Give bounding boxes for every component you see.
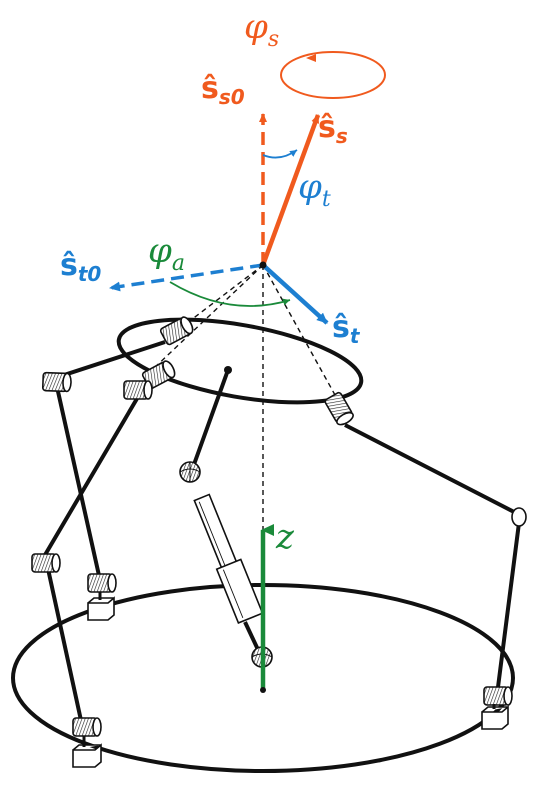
phi-a-arc bbox=[169, 281, 291, 307]
base-mount-3 bbox=[481, 705, 509, 730]
spherical-joint-upper bbox=[179, 461, 201, 483]
s-s0-label: ŝs0 bbox=[201, 71, 245, 109]
s-s-arrow bbox=[260, 114, 321, 266]
revolute-joints bbox=[31, 316, 527, 737]
revolute-joint-top-3 bbox=[324, 391, 354, 426]
s-t0-label: ŝt0 bbox=[60, 248, 101, 286]
center-rod-upper bbox=[190, 369, 230, 471]
revolute-joint-leg-3 bbox=[31, 553, 61, 573]
base-mount-2 bbox=[72, 743, 102, 768]
base-mount-1 bbox=[87, 596, 115, 621]
phi-t-arc bbox=[262, 149, 298, 159]
phi-a-label: φa bbox=[148, 231, 185, 276]
s-t-arrow bbox=[261, 263, 329, 325]
s-s-label: ŝs bbox=[318, 110, 348, 148]
revolute-joint-top-1 bbox=[159, 316, 194, 346]
top-platform-ring bbox=[116, 317, 364, 405]
cone-line-3 bbox=[262, 264, 336, 396]
cone-line-2 bbox=[151, 264, 264, 371]
phi-s-label: φs bbox=[244, 7, 279, 52]
prismatic-actuator bbox=[193, 493, 264, 624]
phi-s-rotation-arrowhead bbox=[306, 54, 316, 62]
center-rod-top-dot bbox=[224, 366, 232, 374]
s-t-label: ŝt bbox=[332, 310, 361, 348]
phi-s-rotation-ellipse bbox=[280, 51, 386, 99]
revolute-joint-base-3 bbox=[483, 686, 513, 706]
z-axis-origin bbox=[260, 687, 266, 693]
phi-t-label: φt bbox=[298, 167, 331, 212]
revolute-joint-base-1 bbox=[87, 573, 117, 593]
z-label: z bbox=[275, 517, 295, 557]
revolute-joint-leg-2 bbox=[123, 380, 153, 400]
pivot-point bbox=[259, 261, 267, 269]
revolute-joint-leg-1 bbox=[41, 371, 72, 393]
base-mounts bbox=[72, 592, 509, 768]
revolute-joint-leg-4 bbox=[511, 507, 527, 527]
actuator-inner-tube bbox=[215, 558, 264, 624]
revolute-joint-base-2 bbox=[72, 717, 102, 737]
s-t0-axis bbox=[109, 263, 264, 292]
